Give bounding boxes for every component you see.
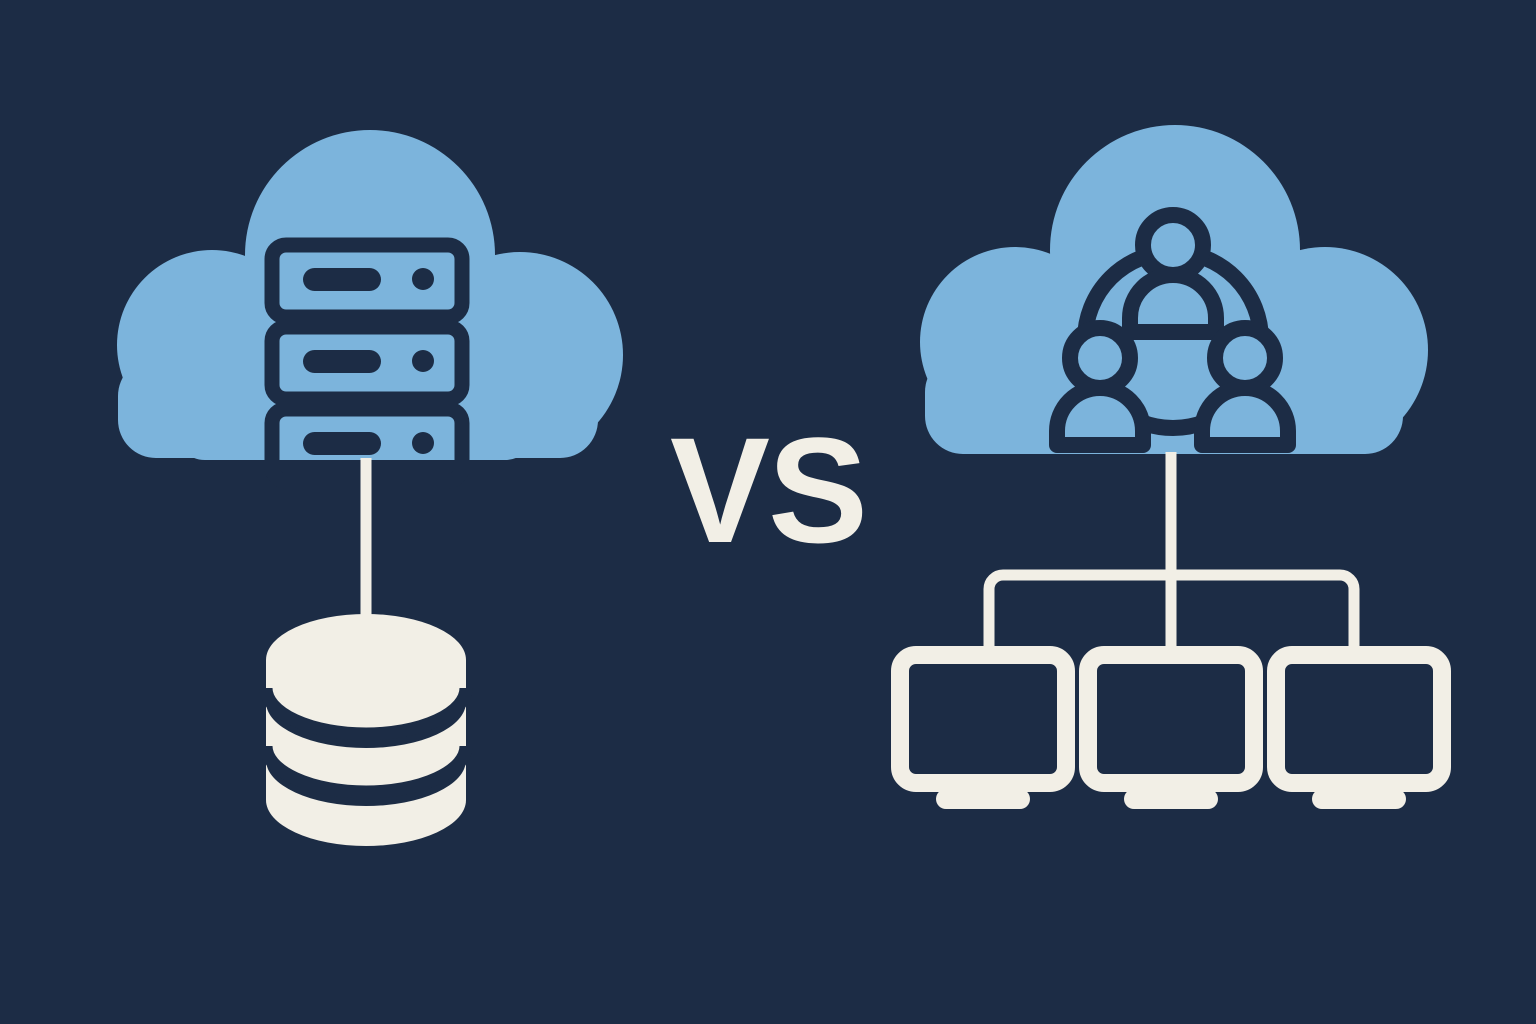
monitor-row bbox=[891, 646, 1451, 809]
server-slot bbox=[303, 350, 381, 373]
person-figure bbox=[1122, 207, 1224, 340]
server-slot bbox=[303, 432, 381, 455]
people-network-icon bbox=[1049, 207, 1296, 453]
server-led bbox=[412, 268, 434, 290]
person-figure bbox=[1194, 320, 1296, 453]
monitor-icon bbox=[1079, 646, 1263, 809]
vs-label: VS bbox=[669, 406, 868, 574]
server-led bbox=[412, 350, 434, 372]
right-panel-group bbox=[891, 125, 1451, 809]
left-panel-group bbox=[117, 130, 623, 846]
monitor-icon bbox=[1267, 646, 1451, 809]
branching-connector-lines bbox=[983, 452, 1360, 652]
database-cylinder-icon bbox=[259, 614, 473, 846]
server-slot bbox=[303, 268, 381, 291]
server-rack-icon bbox=[264, 237, 470, 489]
server-unit bbox=[264, 319, 470, 407]
server-unit bbox=[264, 237, 470, 325]
server-led bbox=[412, 432, 434, 454]
person-figure bbox=[1049, 320, 1151, 453]
monitor-icon bbox=[891, 646, 1075, 809]
